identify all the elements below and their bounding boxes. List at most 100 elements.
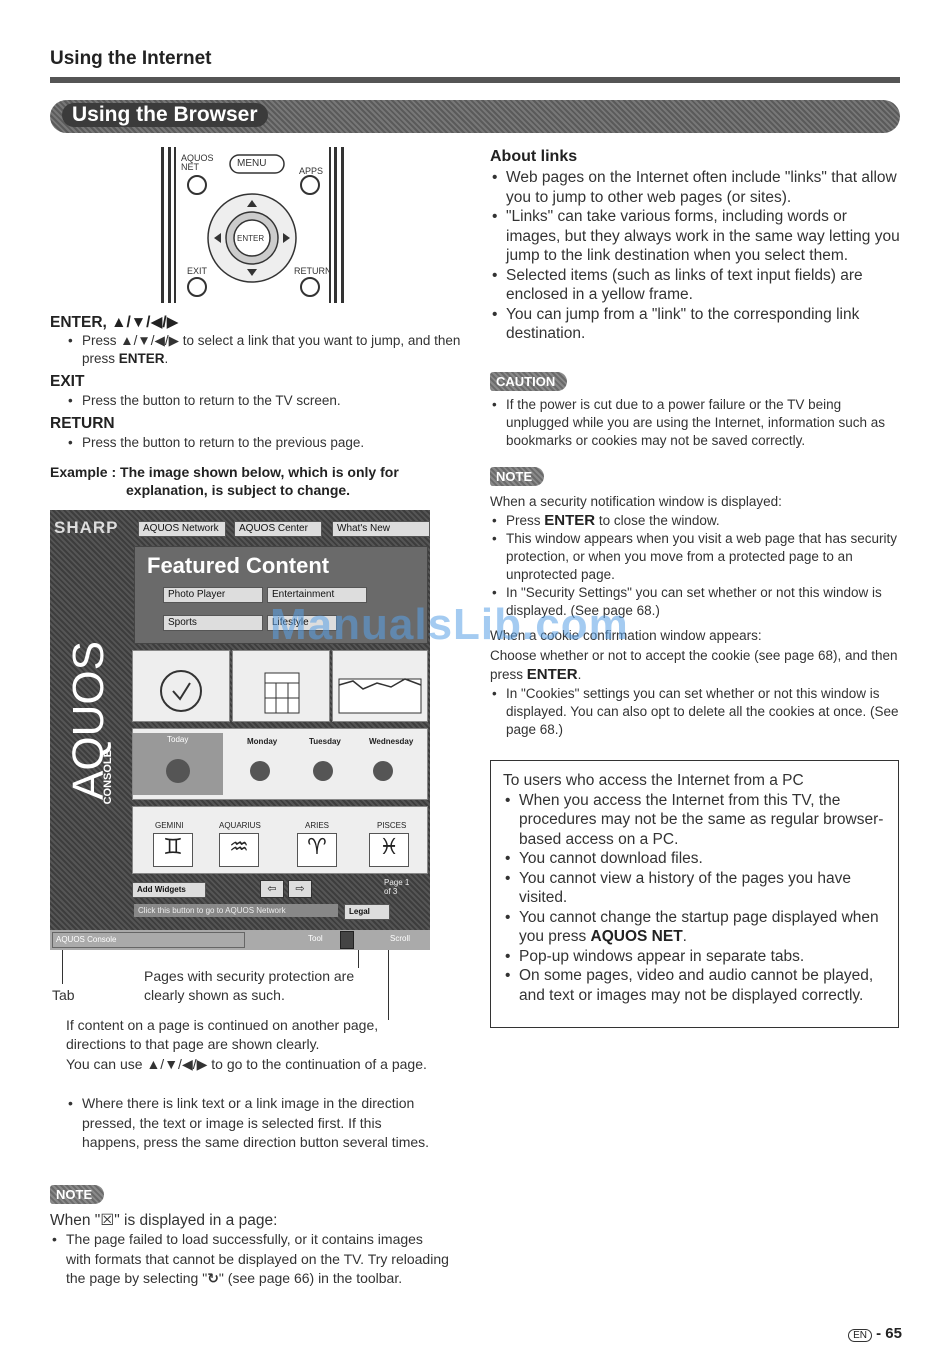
watermark: ManualsLib.com	[270, 600, 629, 649]
caution-tag: CAUTION	[490, 372, 568, 391]
browser-status-bar: AQUOS Console Tool Scroll	[50, 930, 430, 950]
reload-icon: ↻	[207, 1270, 219, 1286]
clock-widget[interactable]	[132, 650, 230, 722]
direction-callout-line	[388, 950, 389, 1020]
aquos-network-link[interactable]: Click this button to go to AQUOS Network	[134, 904, 338, 917]
pc-bullet-4: You cannot change the startup page displ…	[503, 908, 886, 947]
remote-label-exit: EXIT	[187, 266, 208, 276]
page-indicator: Page 1 of 3	[384, 878, 410, 896]
pc-users-box: To users who access the Internet from a …	[490, 760, 899, 1028]
add-widgets-button[interactable]: Add Widgets	[132, 882, 206, 898]
enter-heading: ENTER, ▲/▼/◀/▶	[50, 314, 179, 331]
section-title: Using the Internet	[50, 48, 212, 69]
remote-label-return: RETURN	[294, 266, 332, 276]
prev-page-button[interactable]: ⇦	[260, 880, 284, 898]
horoscope-widget[interactable]: GEMINI AQUARIUS ARIES PISCES ♊ ♒ ♈ ♓	[132, 806, 428, 874]
exit-bullet: Press the button to return to the TV scr…	[66, 392, 461, 410]
enter-bullet: Press ▲/▼/◀/▶ to select a link that you …	[66, 332, 461, 368]
security-lock-icon	[340, 931, 354, 949]
next-page-button[interactable]: ⇨	[288, 880, 312, 898]
note-left-bullet: The page failed to load successfully, or…	[50, 1230, 450, 1289]
continuation-bullets: Where there is link text or a link image…	[66, 1094, 436, 1153]
continuation-bullet: Where there is link text or a link image…	[66, 1094, 436, 1153]
links-bullet-2: "Links" can take various forms, includin…	[490, 207, 900, 266]
banner-title: Using the Browser	[62, 103, 268, 127]
return-bullet: Press the button to return to the previo…	[66, 434, 461, 452]
photo-player-link[interactable]: Photo Player	[163, 587, 263, 603]
return-heading: RETURN	[50, 415, 115, 432]
featured-title: Featured Content	[147, 553, 330, 578]
apps-button	[300, 175, 320, 195]
remote-illustration	[161, 147, 344, 303]
exit-button	[187, 277, 207, 297]
continuation-para-2: You can use ▲/▼/◀/▶ to go to the continu…	[66, 1056, 427, 1072]
note-tag-right: NOTE	[490, 467, 545, 486]
enter-bullets: Press ▲/▼/◀/▶ to select a link that you …	[66, 332, 461, 368]
tab-whats-new[interactable]: What's New	[332, 521, 430, 537]
pc-box-title: To users who access the Internet from a …	[503, 772, 804, 789]
caution-bullet: If the power is cut due to a power failu…	[490, 396, 900, 450]
note-right-bullet-1: Press ENTER to close the window.	[490, 512, 900, 530]
enter-button	[233, 219, 271, 257]
pc-bullet-2: You cannot download files.	[503, 849, 886, 869]
aquos-net-button	[187, 175, 207, 195]
pc-bullet-1: When you access the Internet from this T…	[503, 791, 886, 850]
return-bullets: Press the button to return to the previo…	[66, 434, 461, 452]
sharp-logo: SHARP	[54, 518, 119, 537]
calendar-widget[interactable]	[232, 650, 330, 722]
note-right-para: Choose whether or not to accept the cook…	[490, 648, 898, 683]
links-bullet-3: Selected items (such as links of text in…	[490, 266, 900, 305]
tab-callout-line	[62, 950, 63, 984]
about-links-heading: About links	[490, 148, 578, 165]
note-tag-left: NOTE	[50, 1185, 105, 1204]
note-right-bullet-2: This window appears when you visit a web…	[490, 530, 900, 584]
weather-widget[interactable]: Today Monday Tuesday Wednesday	[132, 728, 428, 800]
pc-box-bullets: When you access the Internet from this T…	[503, 791, 886, 1006]
sports-link[interactable]: Sports	[163, 615, 263, 631]
header-rule	[50, 77, 900, 83]
remote-label-enter: ENTER	[237, 234, 265, 243]
note-right-bullet-3: In "Security Settings" you can set wheth…	[490, 584, 900, 620]
browser-screenshot: SHARP AQUOS Network AQUOS Center What's …	[50, 510, 430, 950]
browser-tab[interactable]: AQUOS Console	[52, 932, 245, 948]
menu-button	[229, 154, 285, 174]
security-callout-line	[358, 950, 359, 968]
links-bullet-4: You can jump from a "link" to the corres…	[490, 305, 900, 344]
tool-button[interactable]: Tool	[308, 934, 323, 943]
note-left-bullets: The page failed to load successfully, or…	[50, 1230, 450, 1289]
continuation-para-1: If content on a page is continued on ano…	[66, 1017, 379, 1052]
note-right-intro-2: When a cookie confirmation window appear…	[490, 628, 762, 643]
links-bullet-1: Web pages on the Internet often include …	[490, 168, 900, 207]
console-side-label: CONSOLE	[102, 750, 114, 805]
tab-callout-label: Tab	[52, 987, 75, 1003]
exit-heading: EXIT	[50, 373, 85, 390]
legal-link[interactable]: Legal	[344, 904, 390, 920]
remote-label-menu: MENU	[237, 158, 267, 169]
pc-bullet-6: On some pages, video and audio cannot be…	[503, 966, 886, 1005]
featured-panel: Featured Content Photo Player Entertainm…	[134, 546, 428, 644]
page-number: - 65	[876, 1325, 902, 1342]
scroll-indicator: Scroll	[390, 934, 411, 943]
tab-aquos-center[interactable]: AQUOS Center	[234, 521, 322, 537]
note-left-intro: When "☒" is displayed in a page:	[50, 1212, 278, 1229]
note-right-bullets-2: In "Cookies" settings you can set whethe…	[490, 685, 900, 739]
example-line-2: explanation, is subject to change.	[126, 482, 351, 498]
page-footer: EN - 65	[848, 1325, 902, 1342]
language-badge: EN	[848, 1329, 872, 1342]
note-right-bullet-4: In "Cookies" settings you can set whethe…	[490, 685, 900, 739]
lifestyle-link[interactable]: Lifestyle	[267, 615, 337, 631]
remote-label-apps: APPS	[299, 166, 324, 176]
caution-bullets: If the power is cut due to a power failu…	[490, 396, 900, 450]
example-line-1: Example : The image shown below, which i…	[50, 464, 399, 480]
exit-bullets: Press the button to return to the TV scr…	[66, 392, 461, 410]
pc-bullet-5: Pop-up windows appear in separate tabs.	[503, 947, 886, 967]
security-callout-label: Pages with security protection are clear…	[144, 968, 355, 1003]
pc-bullet-3: You cannot view a history of the pages y…	[503, 869, 886, 908]
tab-aquos-network[interactable]: AQUOS Network	[138, 521, 226, 537]
return-button	[300, 277, 320, 297]
note-right-intro: When a security notification window is d…	[490, 494, 782, 509]
remote-label-aquos-net: AQUOS NET	[181, 153, 214, 172]
entertainment-link[interactable]: Entertainment	[267, 587, 367, 603]
chart-widget[interactable]	[332, 650, 428, 722]
note-right-bullets: Press ENTER to close the window. This wi…	[490, 512, 900, 620]
